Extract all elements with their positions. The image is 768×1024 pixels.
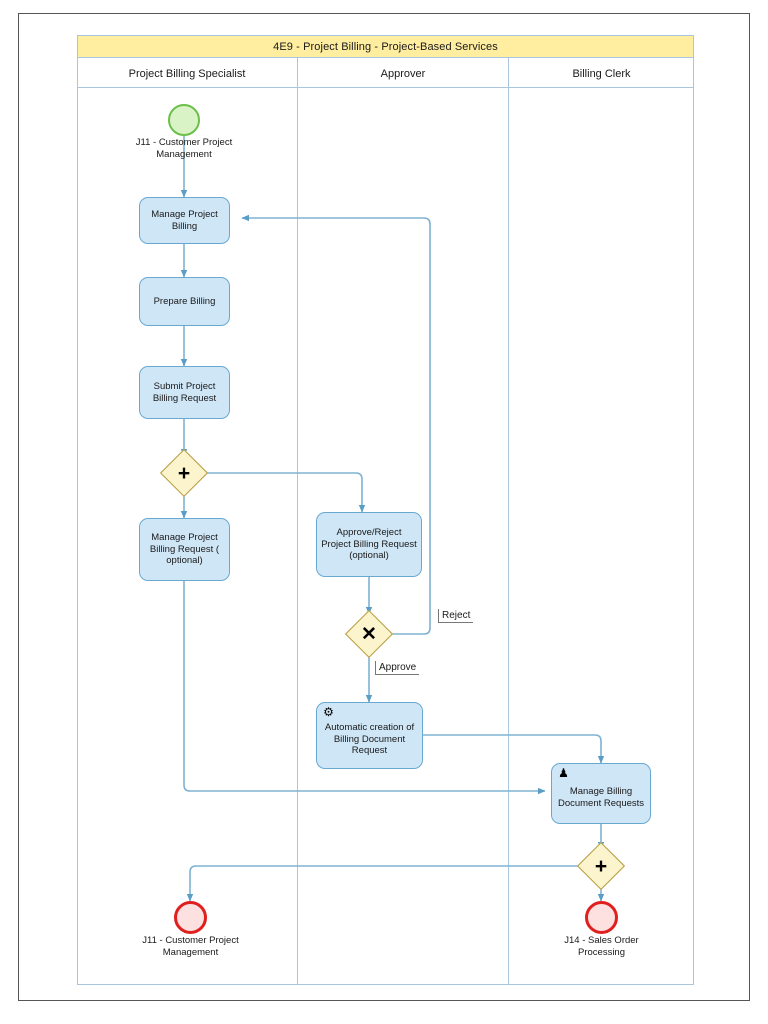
task-label: Approve/Reject Project Billing Request (… (321, 527, 417, 562)
pool-title: 4E9 - Project Billing - Project-Based Se… (77, 35, 694, 58)
gear-icon: ⚙ (323, 705, 334, 719)
flow-label-reject: Reject (438, 609, 474, 623)
task-label: Manage Billing Document Requests (557, 786, 645, 809)
task-label: Prepare Billing (153, 295, 216, 307)
user-icon: ♟ (558, 766, 569, 780)
task-label: Manage Project Billing Request ( optiona… (149, 532, 220, 567)
plus-icon: + (177, 461, 191, 485)
start-event[interactable] (168, 104, 200, 136)
lane-label-specialist: Project Billing Specialist (128, 68, 246, 80)
gateway-parallel-split[interactable]: + (159, 448, 209, 498)
task-manage-billing-document-requests[interactable]: ♟ Manage Billing Document Requests (551, 763, 651, 824)
lane-label-clerk: Billing Clerk (572, 68, 631, 80)
task-submit-project-billing-request[interactable]: Submit Project Billing Request (139, 366, 230, 419)
task-label: Automatic creation of Billing Document R… (324, 722, 415, 757)
lane-header-divider (77, 87, 694, 88)
lane-label-approver: Approver (380, 68, 426, 80)
flow-label-approve: Approve (375, 661, 420, 675)
task-label: Submit Project Billing Request (152, 381, 217, 404)
end-event-left-label: J11 - Customer Project Management (142, 935, 239, 958)
task-automatic-creation-billing-document-request[interactable]: ⚙ Automatic creation of Billing Document… (316, 702, 423, 769)
task-approve-reject-project-billing-request[interactable]: Approve/Reject Project Billing Request (… (316, 512, 422, 577)
end-event-left[interactable] (174, 901, 207, 934)
plus-icon: + (594, 854, 608, 878)
cross-icon: ✕ (361, 623, 377, 645)
start-event-label: J11 - Customer Project Management (135, 137, 233, 160)
task-prepare-billing[interactable]: Prepare Billing (139, 277, 230, 326)
lane-divider-1 (297, 58, 298, 985)
lane-divider-2 (508, 58, 509, 985)
end-event-right-label: J14 - Sales Order Processing (564, 935, 639, 958)
task-manage-project-billing-request[interactable]: Manage Project Billing Request ( optiona… (139, 518, 230, 581)
task-label: Manage Project Billing (151, 209, 218, 232)
task-manage-project-billing[interactable]: Manage Project Billing (139, 197, 230, 244)
gateway-exclusive-decision[interactable]: ✕ (344, 609, 394, 659)
gateway-parallel-join[interactable]: + (576, 841, 626, 891)
end-event-right[interactable] (585, 901, 618, 934)
